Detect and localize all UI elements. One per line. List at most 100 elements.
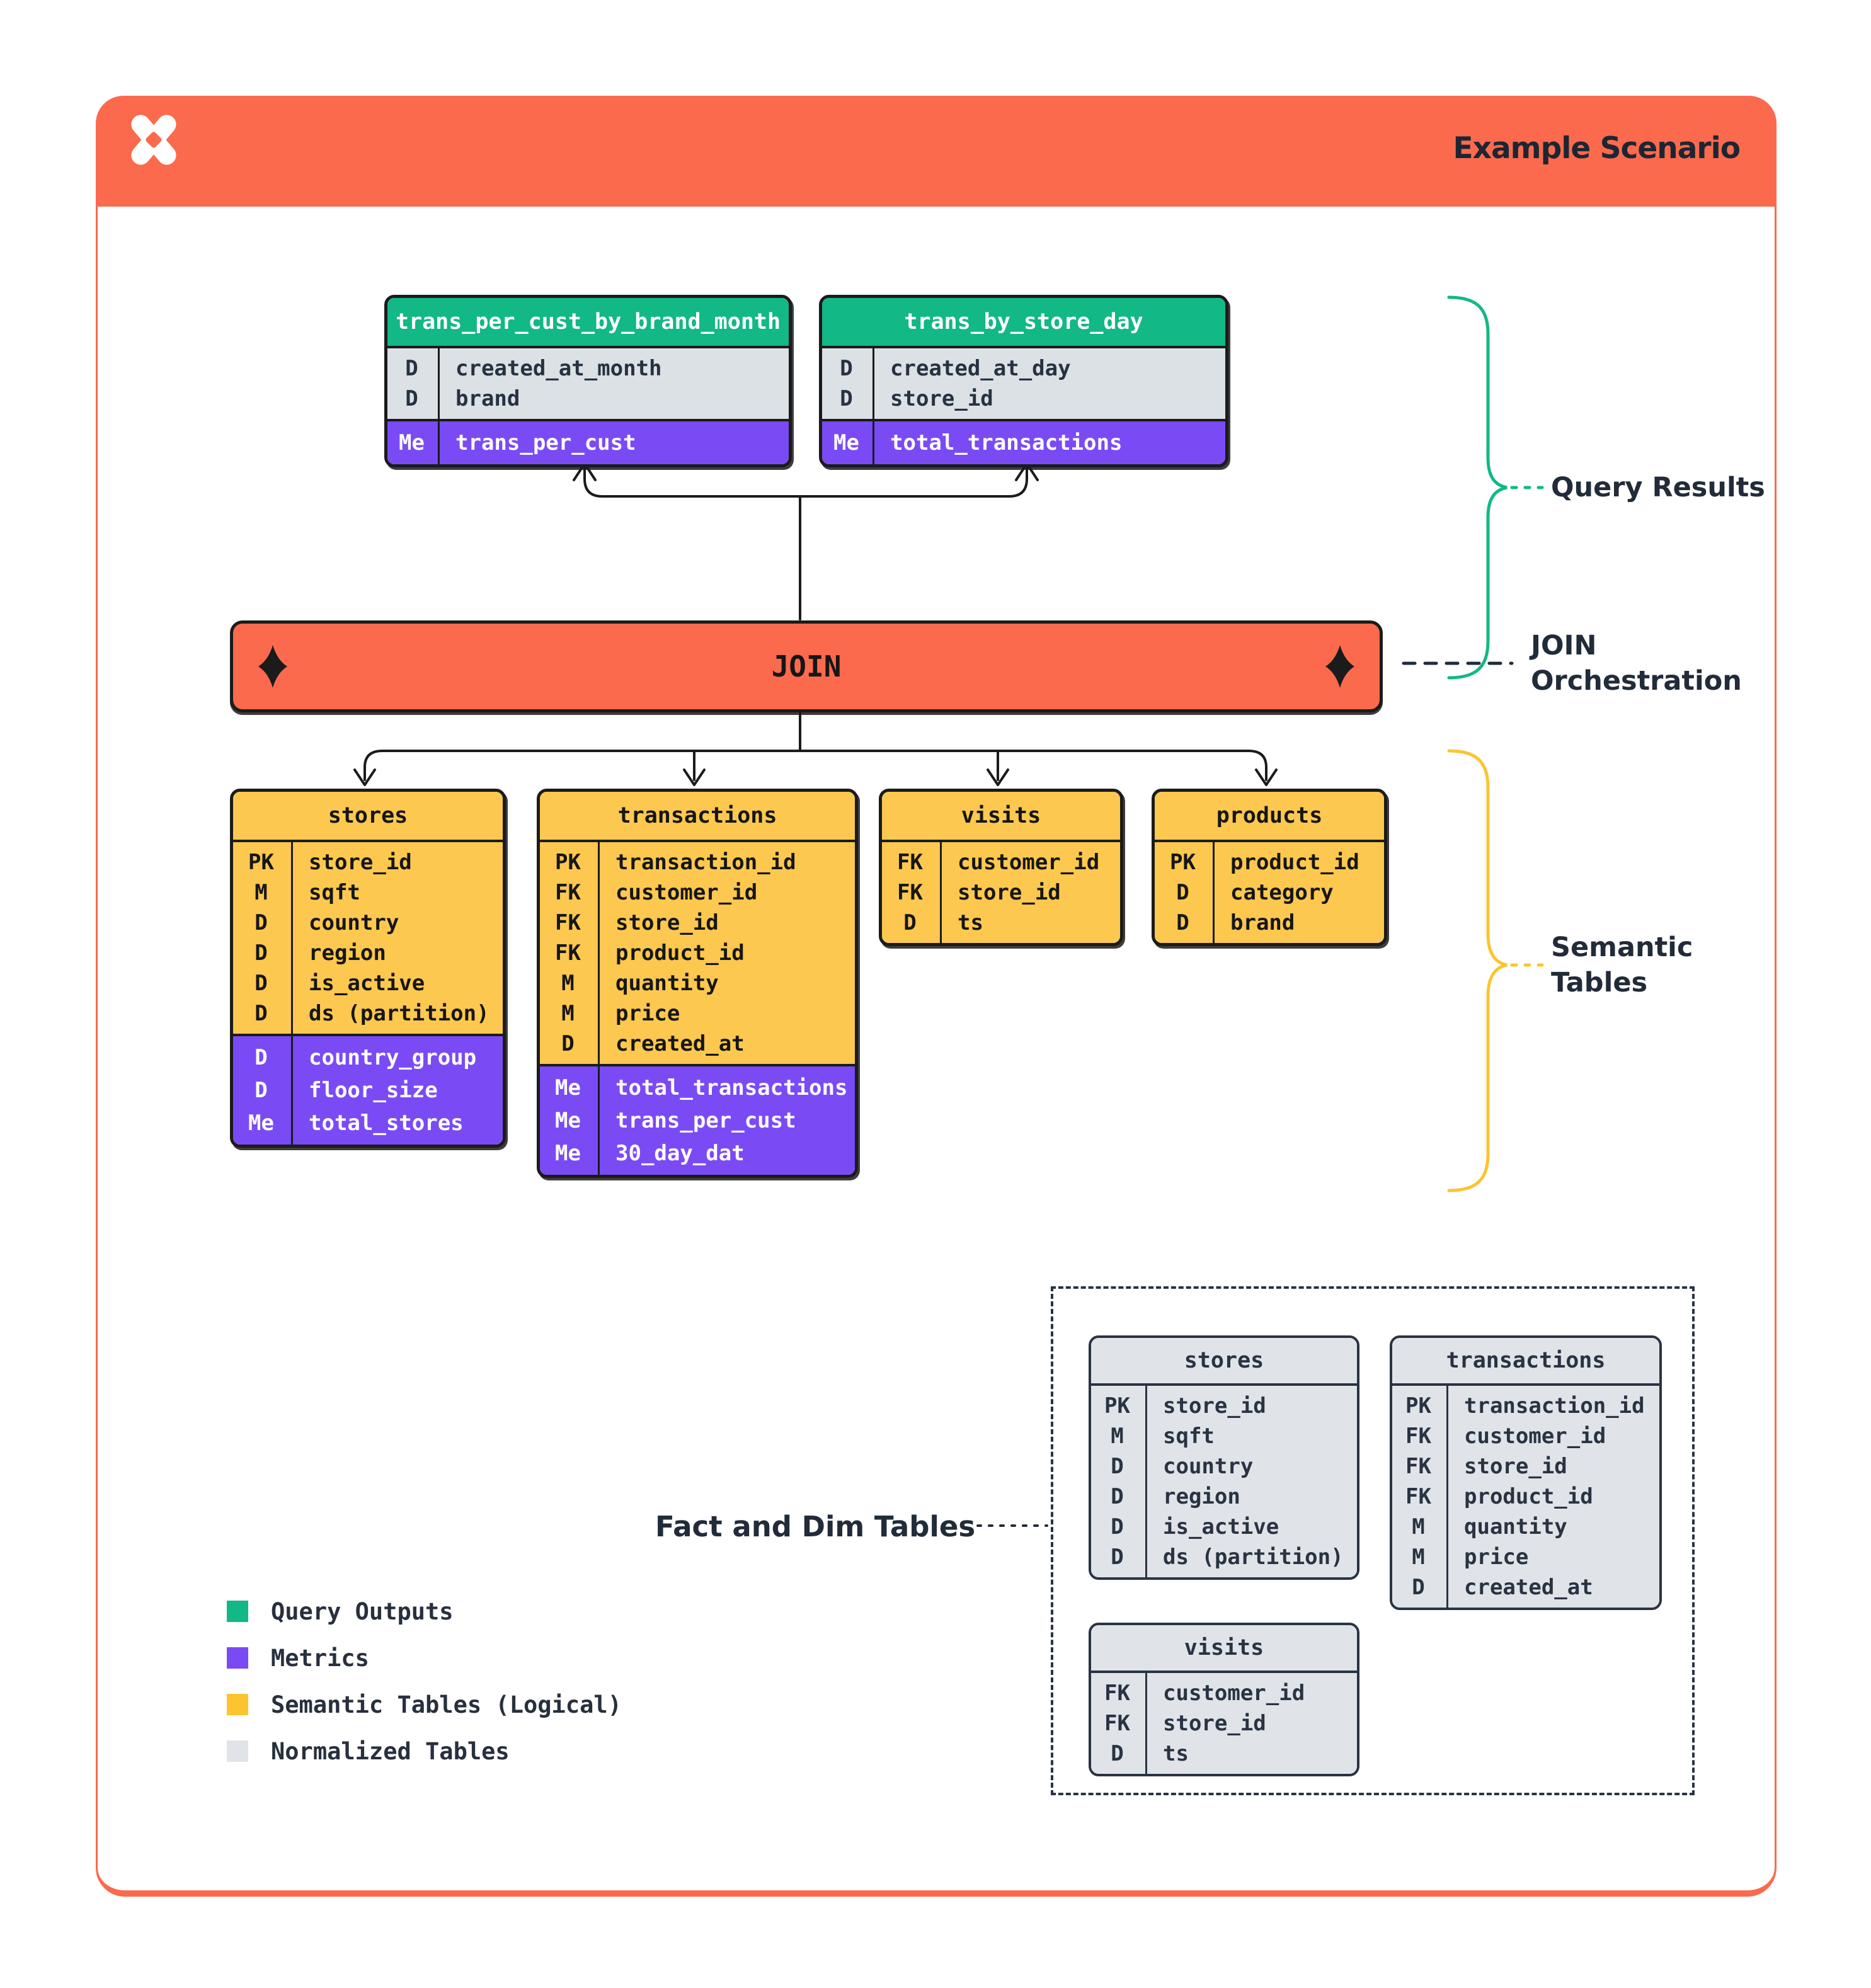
row-key: D	[255, 1001, 268, 1026]
row-key: D	[903, 910, 917, 935]
column-name: store_id	[1163, 1393, 1266, 1419]
column-name: store_id	[958, 880, 1061, 905]
column-name: ts	[958, 910, 983, 935]
row-key: FK	[1405, 1484, 1431, 1509]
row-key: M	[561, 1001, 575, 1026]
row-key: D	[255, 971, 268, 996]
arrowhead-down-icon	[353, 768, 376, 786]
table-title: visits	[1091, 1625, 1357, 1673]
column-name: category	[1230, 880, 1334, 905]
table-title: trans_per_cust_by_brand_month	[387, 298, 789, 348]
column-name: product_id	[615, 940, 745, 966]
column-name: brand	[1230, 910, 1295, 935]
table-title: trans_by_store_day	[822, 298, 1225, 348]
column-name: is_active	[309, 971, 425, 996]
column-name: sqft	[1163, 1424, 1215, 1449]
table-title: transactions	[1392, 1338, 1659, 1386]
column-name: created_at_day	[890, 356, 1071, 381]
column-name: total_transactions	[615, 1075, 848, 1100]
row-key: D	[1176, 880, 1189, 905]
column-name: product_id	[1230, 850, 1359, 875]
join-orchestration-label: JOIN Orchestration	[1531, 628, 1742, 699]
legend-swatch-icon	[227, 1740, 248, 1762]
column-name: product_id	[1464, 1484, 1593, 1509]
column-name: ds (partition)	[1163, 1545, 1344, 1570]
table-title: stores	[233, 792, 503, 842]
join-orchestration-label-line2: Orchestration	[1531, 665, 1742, 697]
legend-swatch-icon	[227, 1601, 248, 1622]
legend-item: Metrics	[227, 1644, 622, 1672]
column-name: price	[615, 1001, 680, 1026]
row-key: M	[561, 971, 575, 996]
column-name: ts	[1163, 1741, 1189, 1766]
row-key: D	[1412, 1575, 1425, 1600]
row-key: FK	[1405, 1424, 1431, 1449]
row-key: M	[1111, 1424, 1124, 1449]
table-row: Me trans_per_cust	[387, 426, 789, 459]
table-row: PK transaction_id	[1392, 1391, 1659, 1421]
column-name: store_id	[890, 386, 993, 411]
legend-label: Query Outputs	[271, 1597, 454, 1625]
row-key: D	[405, 386, 418, 411]
row-key: PK	[555, 850, 581, 875]
column-name: ds (partition)	[309, 1001, 489, 1026]
row-key: M	[1412, 1514, 1425, 1540]
column-name: transaction_id	[1464, 1393, 1645, 1419]
column-name: price	[1464, 1545, 1529, 1570]
row-key: FK	[1104, 1681, 1130, 1706]
card-header: Example Scenario	[96, 96, 1777, 207]
row-key: PK	[1405, 1393, 1431, 1419]
row-key: D	[1111, 1454, 1124, 1479]
column-name: customer_id	[958, 850, 1100, 875]
row-key: D	[1176, 910, 1189, 935]
column-name: customer_id	[615, 880, 758, 905]
row-key: D	[255, 910, 268, 935]
row-key: M	[255, 880, 268, 905]
fact-dim-tables-box	[1051, 1286, 1695, 1795]
legend-label: Normalized Tables	[271, 1737, 510, 1765]
table-title: products	[1155, 792, 1384, 842]
table-metrics-section: Me trans_per_cust	[387, 419, 789, 464]
table-row: PK store_id	[233, 847, 503, 877]
column-name: store_id	[309, 850, 412, 875]
column-name: region	[309, 940, 386, 966]
row-key: PK	[248, 850, 274, 875]
row-key: FK	[1104, 1711, 1130, 1736]
column-name: trans_per_cust	[615, 1108, 796, 1133]
row-key: Me	[555, 1141, 581, 1166]
column-name: is_active	[1163, 1514, 1279, 1540]
join-orchestration-label-line1: JOIN	[1531, 630, 1597, 661]
column-name: region	[1163, 1484, 1240, 1509]
legend-label: Metrics	[271, 1644, 369, 1672]
row-key: Me	[399, 430, 425, 455]
column-name: trans_per_cust	[455, 430, 636, 455]
